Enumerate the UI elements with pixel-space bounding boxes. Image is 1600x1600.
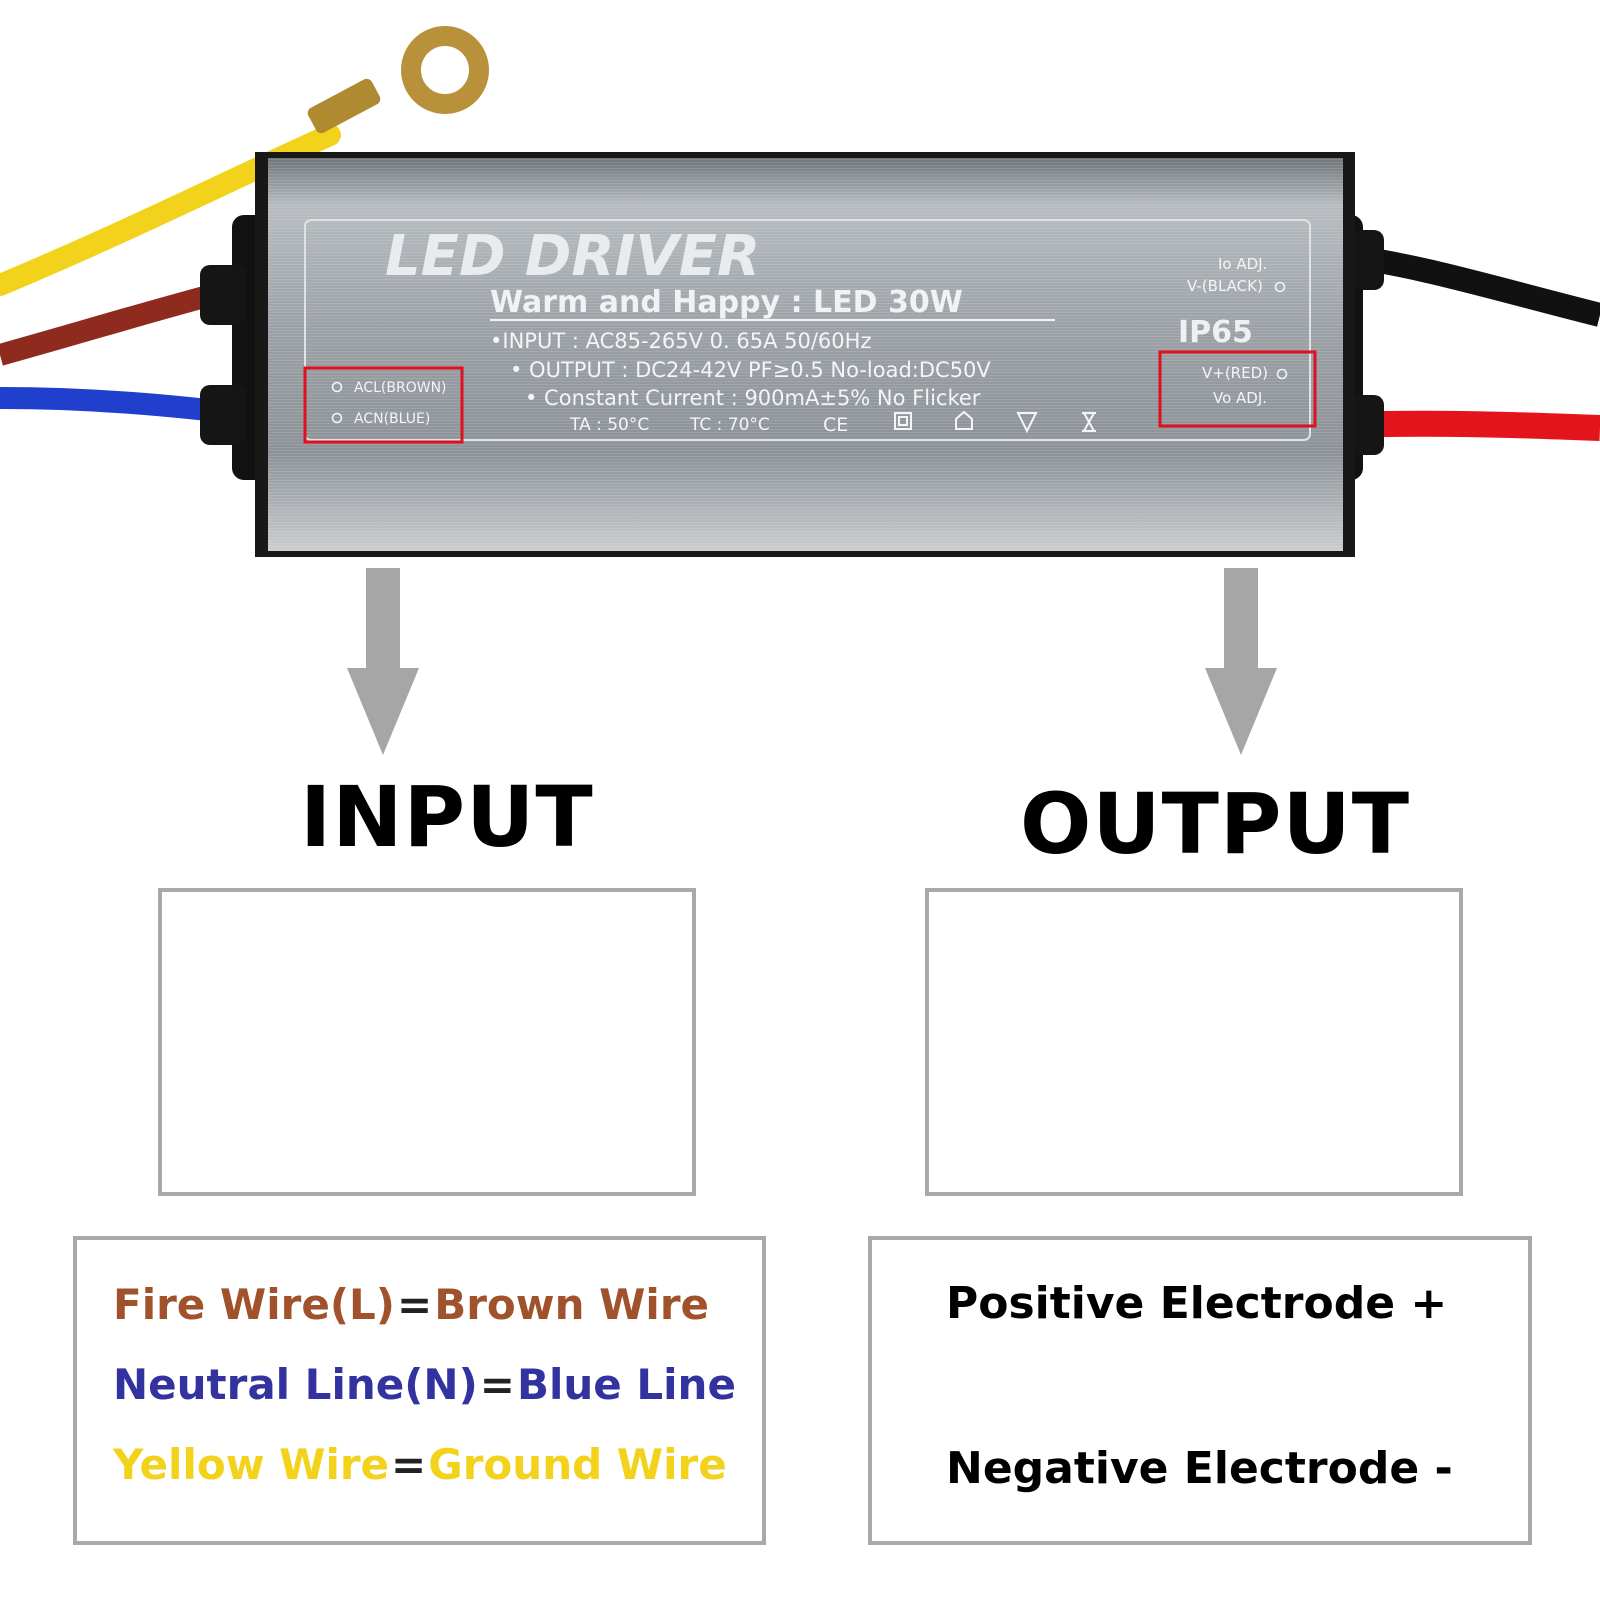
legend-yellow-wire: Yellow Wire bbox=[113, 1440, 390, 1489]
driver-housing bbox=[255, 152, 1355, 557]
label-v-minus: V-(BLACK) bbox=[1187, 277, 1263, 295]
input-heading: INPUT bbox=[300, 768, 594, 866]
input-arrow-icon bbox=[347, 568, 419, 755]
spec-current: • Constant Current : 900mA±5% No Flicker bbox=[525, 386, 981, 410]
output-photo-frame bbox=[925, 888, 1463, 1196]
spec-input: •INPUT : AC85-265V 0. 65A 50/60Hz bbox=[490, 329, 871, 353]
ring-terminal-icon bbox=[307, 26, 489, 134]
device-subtitle: Warm and Happy : LED 30W bbox=[490, 285, 963, 320]
label-acn: ACN(BLUE) bbox=[354, 411, 430, 427]
certification-icons bbox=[894, 410, 1096, 434]
rating-tc: TC : 70°C bbox=[689, 415, 770, 435]
ce-mark-icon: CE bbox=[823, 414, 848, 436]
positive-electrode-label: Positive Electrode + bbox=[946, 1278, 1448, 1329]
legend-brown-wire: Brown Wire bbox=[434, 1280, 710, 1329]
output-legend-box: Positive Electrode + Negative Electrode … bbox=[868, 1236, 1532, 1545]
legend-blue-line: Blue Line bbox=[516, 1360, 736, 1409]
input-legend-box: Fire Wire(L)=Brown Wire Neutral Line(N)=… bbox=[73, 1236, 766, 1545]
legend-line-brown: Fire Wire(L)=Brown Wire bbox=[113, 1280, 709, 1329]
legend-ground-wire: Ground Wire bbox=[428, 1440, 727, 1489]
spec-output: • OUTPUT : DC24-42V PF≥0.5 No-load:DC50V bbox=[510, 358, 991, 382]
legend-equals: = bbox=[479, 1360, 515, 1409]
ip-rating: IP65 bbox=[1178, 315, 1253, 350]
output-terminal-labels: Io ADJ. V-(BLACK) IP65 V+(RED) Vo ADJ. bbox=[1158, 255, 1317, 428]
rating-ta: TA : 50°C bbox=[569, 415, 649, 435]
label-io-adj: Io ADJ. bbox=[1218, 255, 1267, 273]
legend-neutral-line: Neutral Line(N) bbox=[113, 1360, 478, 1409]
input-highlight-box bbox=[303, 366, 464, 444]
output-heading: OUTPUT bbox=[1020, 775, 1410, 873]
output-arrow-icon bbox=[1205, 568, 1277, 755]
legend-equals: = bbox=[391, 1440, 427, 1489]
label-vo-adj: Vo ADJ. bbox=[1213, 389, 1267, 407]
input-photo-frame bbox=[158, 888, 696, 1196]
legend-equals: = bbox=[396, 1280, 433, 1329]
label-panel bbox=[304, 219, 1311, 441]
output-highlight-box bbox=[1158, 350, 1317, 428]
negative-electrode-label: Negative Electrode - bbox=[946, 1443, 1453, 1494]
input-terminal-labels: ACL(BROWN) ACN(BLUE) bbox=[303, 366, 464, 444]
device-title: LED DRIVER bbox=[385, 224, 760, 289]
label-acl: ACL(BROWN) bbox=[354, 380, 447, 396]
legend-fire-wire: Fire Wire(L) bbox=[113, 1280, 395, 1329]
legend-line-blue: Neutral Line(N)=Blue Line bbox=[113, 1360, 736, 1409]
legend-line-yellow: Yellow Wire=Ground Wire bbox=[113, 1440, 727, 1489]
label-v-plus: V+(RED) bbox=[1202, 364, 1268, 382]
